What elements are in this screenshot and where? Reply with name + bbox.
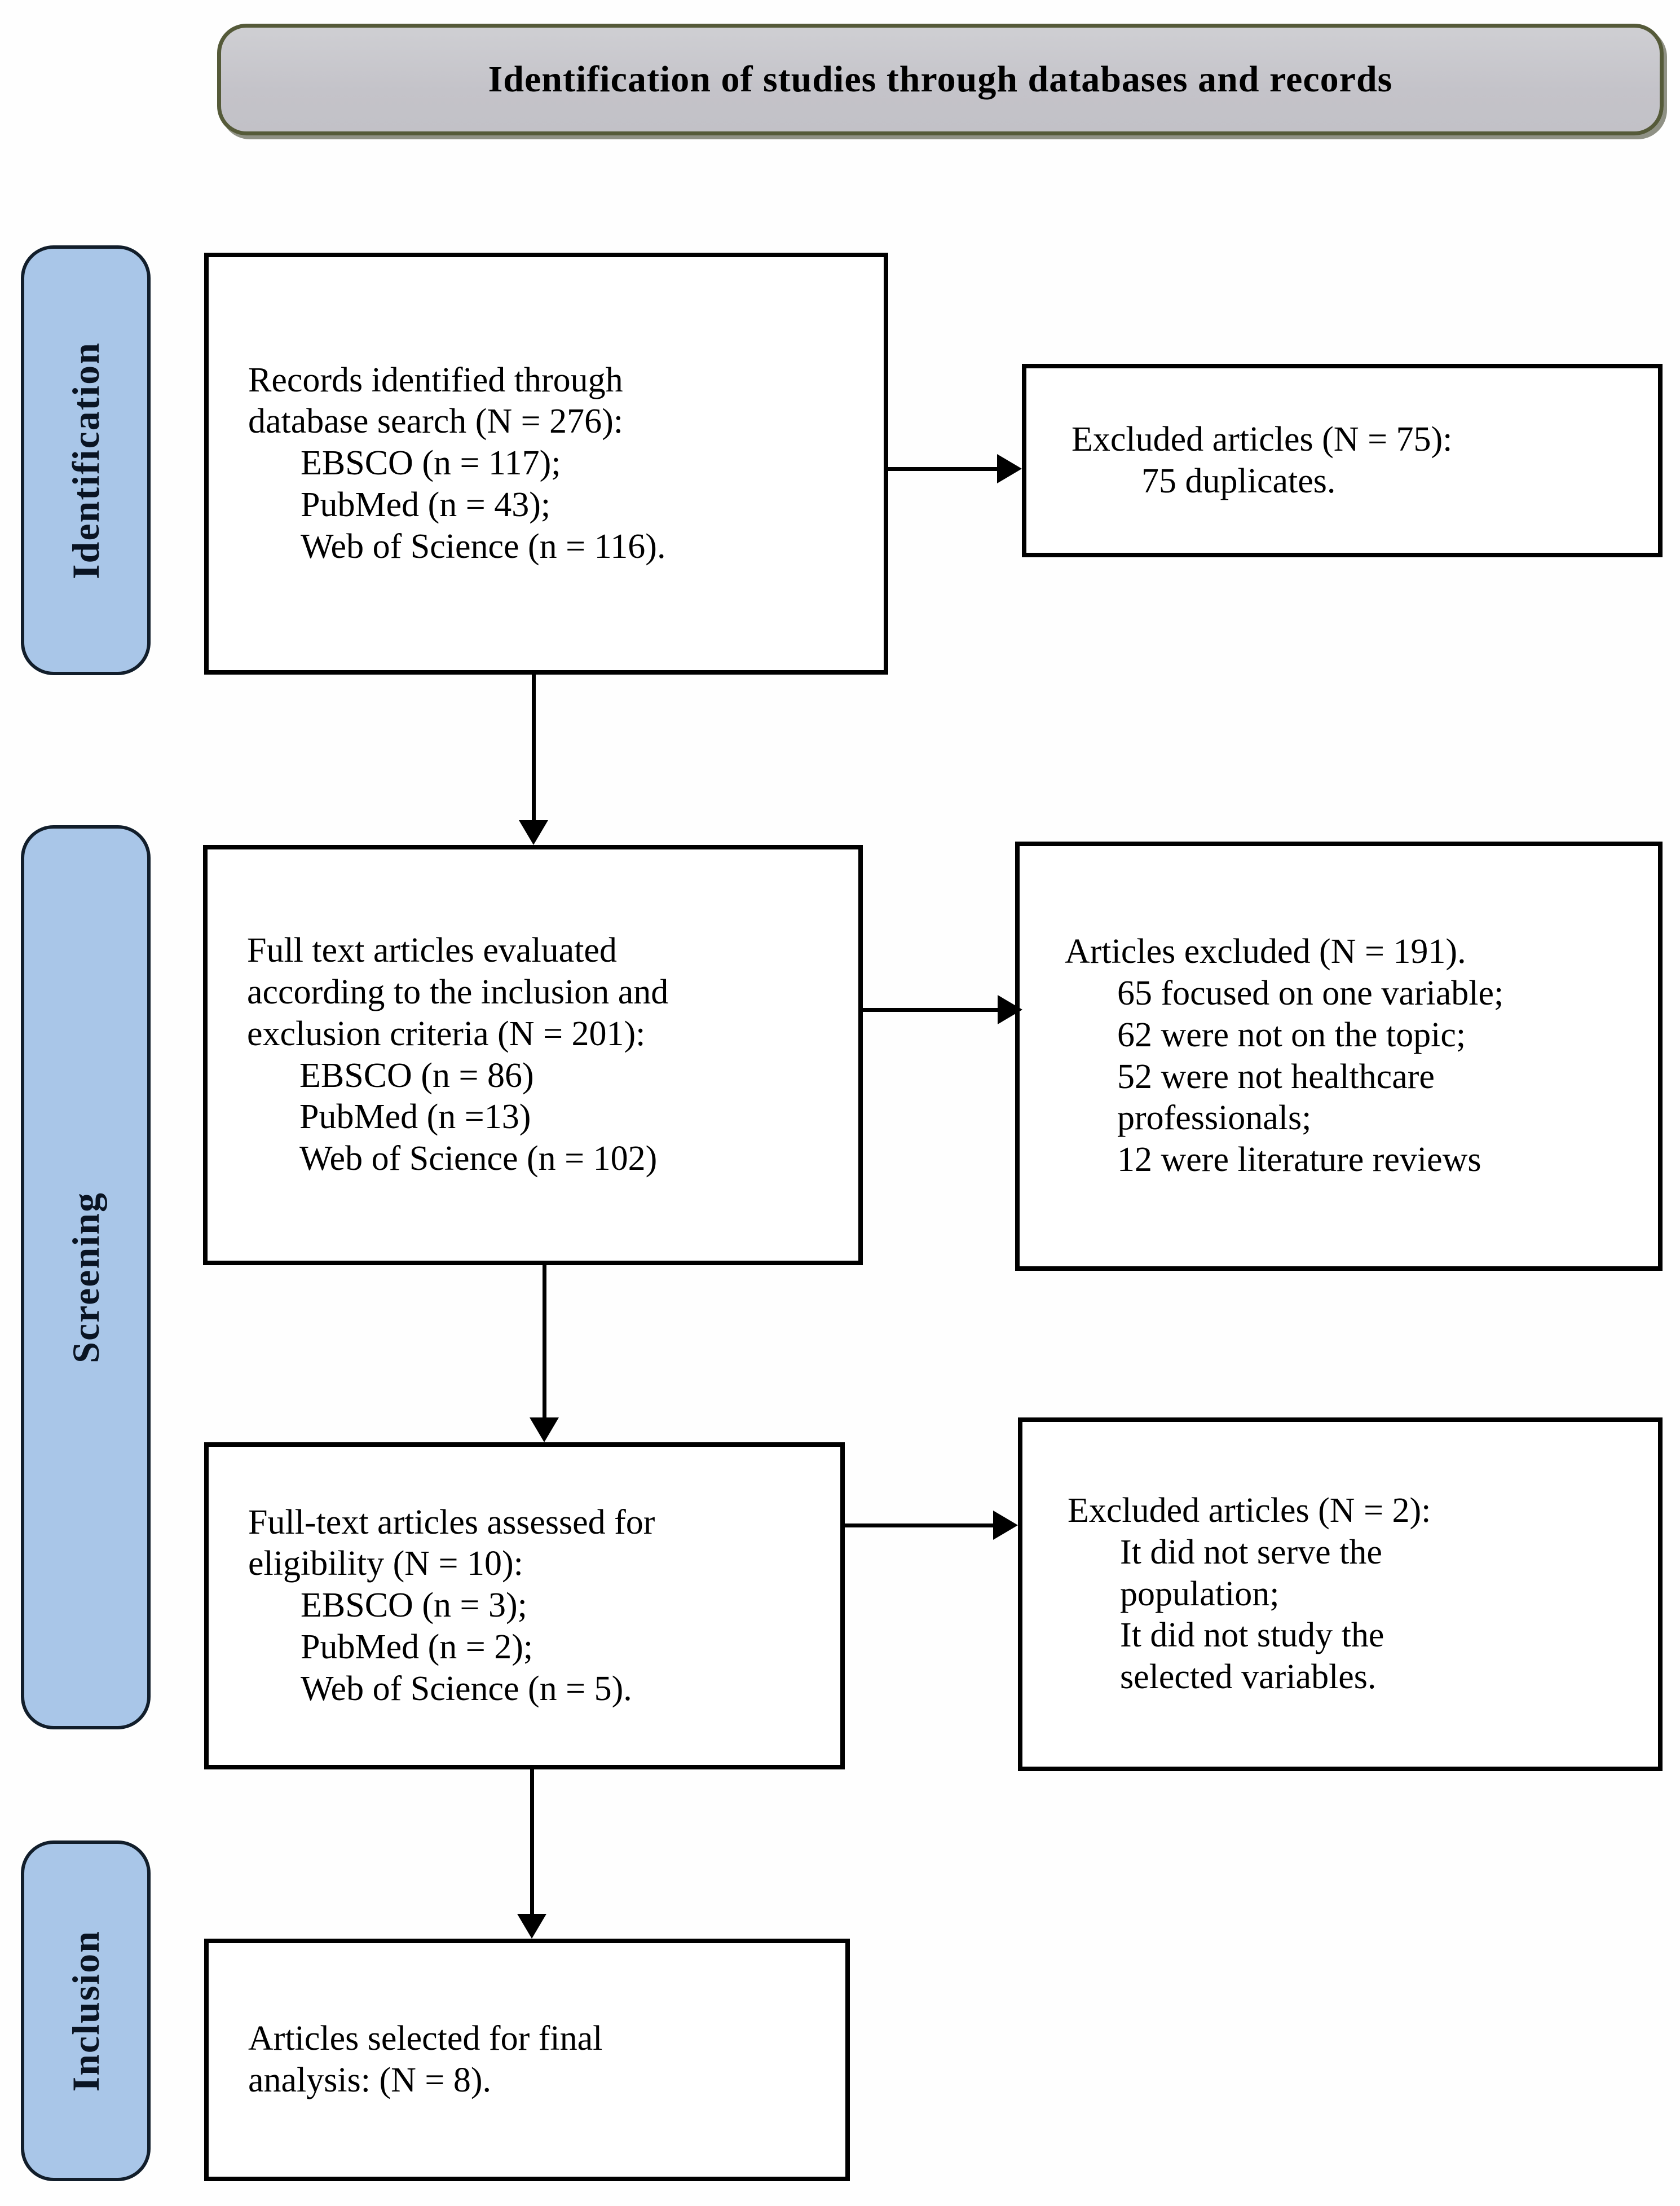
stage-label-inclusion-text: Inclusion <box>64 1930 107 2092</box>
banner-title: Identification of studies through databa… <box>488 59 1393 100</box>
down-arrow-2-head-icon <box>530 1417 559 1442</box>
right-arrow-2-line <box>863 1008 998 1012</box>
stage-label-screening: Screening <box>21 825 151 1729</box>
stage-label-inclusion: Inclusion <box>21 1840 151 2181</box>
box-full-text-assessed: Full-text articles assessed for eligibil… <box>204 1442 845 1769</box>
stage-label-screening-text: Screening <box>64 1191 107 1363</box>
box-excluded-eligibility: Excluded articles (N = 2): It did not se… <box>1018 1417 1663 1771</box>
banner: Identification of studies through databa… <box>217 24 1664 135</box>
box-records-identified: Records identified through database sear… <box>204 253 888 675</box>
down-arrow-3-head-icon <box>517 1914 546 1939</box>
box-excluded-duplicates: Excluded articles (N = 75): 75 duplicate… <box>1022 364 1663 557</box>
down-arrow-3-line <box>530 1769 534 1914</box>
right-arrow-3-line <box>845 1523 993 1527</box>
box-articles-excluded: Articles excluded (N = 191). 65 focused … <box>1015 842 1663 1271</box>
down-arrow-1-head-icon <box>519 820 548 845</box>
right-arrow-1-head-icon <box>997 454 1022 483</box>
right-arrow-1-line <box>888 467 997 471</box>
stage-label-identification: Identification <box>21 245 151 675</box>
down-arrow-2-line <box>543 1265 546 1417</box>
stage-label-identification-text: Identification <box>64 341 107 579</box>
box-final-selection: Articles selected for final analysis: (N… <box>204 1939 850 2181</box>
down-arrow-1-line <box>532 675 536 822</box>
box-full-text-evaluated: Full text articles evaluated according t… <box>203 845 863 1265</box>
right-arrow-3-head-icon <box>993 1511 1018 1540</box>
right-arrow-2-head-icon <box>998 995 1022 1024</box>
